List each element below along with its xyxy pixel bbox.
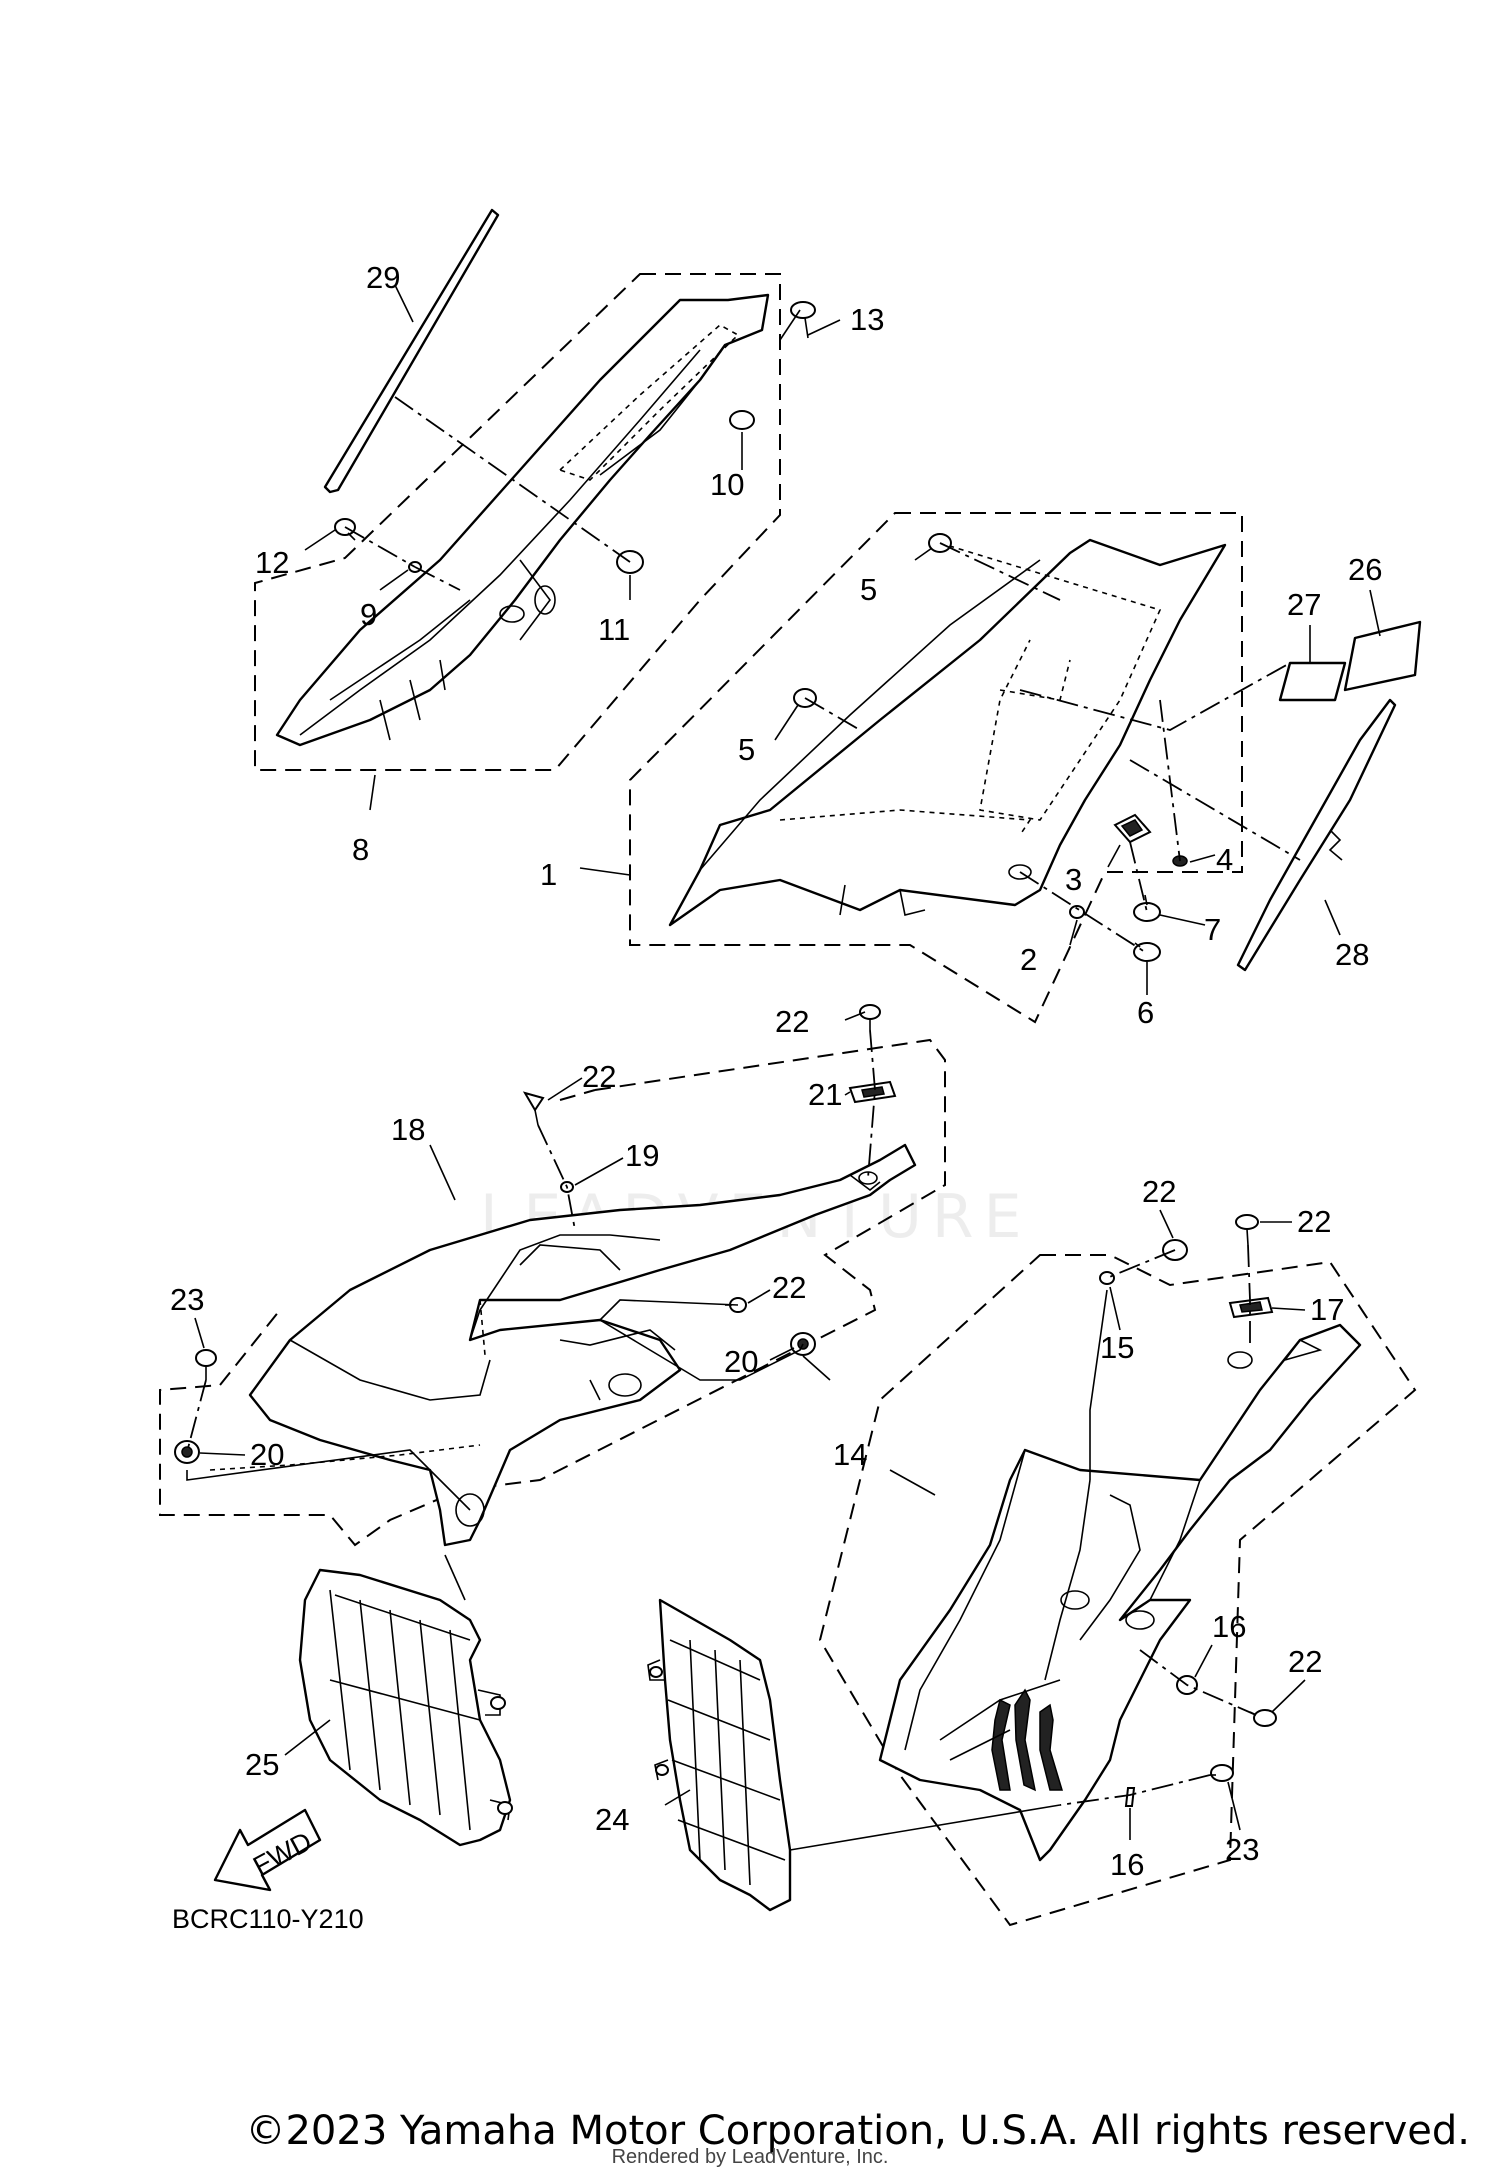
part-10-grommet[interactable]: [729, 410, 755, 430]
diagram-code: BCRC110-Y210: [172, 1904, 364, 1934]
part-12-bolt[interactable]: [334, 518, 356, 541]
callout-4: 4: [1216, 842, 1233, 877]
copyright-notice: ©2023 Yamaha Motor Corporation, U.S.A. A…: [245, 2108, 1470, 2154]
callout-28: 28: [1335, 937, 1369, 972]
callout-11: 11: [598, 612, 630, 647]
callout-16-b: 16: [1110, 1847, 1144, 1882]
part-22-bolt-e[interactable]: [1235, 1214, 1259, 1246]
part-18-shroud[interactable]: [248, 1143, 917, 1547]
callout-9: 9: [360, 597, 377, 632]
callout-22-b: 22: [582, 1059, 616, 1094]
callout-20-a: 20: [724, 1344, 758, 1379]
rendered-by-notice: Rendered by LeadVenture, Inc.: [611, 2146, 889, 2168]
callout-5-top: 5: [860, 572, 877, 607]
part-2-collar[interactable]: [1069, 905, 1085, 919]
part-22-bolt-a[interactable]: [859, 1004, 881, 1030]
part-3-nut[interactable]: [1113, 813, 1152, 844]
part-25-radiator-guard[interactable]: [298, 1554, 513, 1847]
part-28-stripe[interactable]: [1236, 698, 1397, 972]
callout-3: 3: [1065, 862, 1082, 897]
callout-5-bottom: 5: [738, 732, 755, 767]
callout-22-d: 22: [1142, 1174, 1176, 1209]
callout-22-a: 22: [775, 1004, 809, 1039]
callout-29: 29: [366, 260, 400, 295]
callout-10: 10: [710, 467, 744, 502]
assembly-14-group: [789, 1214, 1417, 1927]
callout-21: 21: [808, 1077, 842, 1112]
callout-23-a: 23: [170, 1282, 204, 1317]
assembly-1-group: [629, 512, 1422, 1024]
callout-14: 14: [833, 1437, 867, 1472]
callout-12: 12: [255, 545, 289, 580]
callout-6: 6: [1137, 995, 1154, 1030]
fwd-arrow-icon: FWD: [213, 1808, 322, 1892]
callout-22-c: 22: [772, 1270, 806, 1305]
part-29-stripe[interactable]: [323, 208, 500, 494]
callout-15: 15: [1100, 1330, 1134, 1365]
part-15-collar[interactable]: [1099, 1271, 1115, 1285]
part-22-bolt-b[interactable]: [522, 1091, 545, 1126]
part-23-bolt-b[interactable]: [1210, 1764, 1234, 1782]
part-23-bolt-a[interactable]: [195, 1349, 217, 1380]
callout-27: 27: [1287, 587, 1321, 622]
part-27-decal[interactable]: [1278, 661, 1347, 702]
callout-7: 7: [1204, 912, 1221, 947]
part-22-bolt-f[interactable]: [1249, 1709, 1277, 1727]
part-16-collar-b[interactable]: [1124, 1787, 1136, 1807]
callout-1: 1: [540, 857, 557, 892]
callout-22-e: 22: [1297, 1204, 1331, 1239]
callout-8: 8: [352, 832, 369, 867]
callout-19: 19: [625, 1138, 659, 1173]
callout-16-a: 16: [1212, 1609, 1246, 1644]
part-24-radiator-guard[interactable]: [647, 1598, 792, 1912]
part-14-shroud[interactable]: [878, 1323, 1362, 1862]
part-20-grommet-b[interactable]: [174, 1440, 200, 1464]
callouts: 29 13 10 12 9 11 8 5 5 1 3 4 7 2 6 27 26…: [170, 260, 1382, 1882]
callout-13: 13: [850, 302, 884, 337]
callout-17: 17: [1310, 1292, 1344, 1327]
callout-24: 24: [595, 1802, 629, 1837]
callout-22-f: 22: [1288, 1644, 1322, 1679]
part-17-grommet[interactable]: [1228, 1296, 1274, 1319]
callout-25: 25: [245, 1747, 279, 1782]
callout-20-b: 20: [250, 1437, 284, 1472]
part-1-side-cover[interactable]: [668, 538, 1227, 927]
part-21-grommet[interactable]: [848, 1080, 897, 1104]
callout-26: 26: [1348, 552, 1382, 587]
part-6-screw[interactable]: [1133, 942, 1161, 962]
assembly-8-group: [254, 208, 816, 771]
callout-18: 18: [391, 1112, 425, 1147]
callout-23-b: 23: [1225, 1832, 1259, 1867]
assembly-18-group: [159, 1004, 946, 1547]
part-7-screw[interactable]: [1133, 894, 1161, 922]
leader-lines: [194, 284, 1381, 1840]
part-26-decal[interactable]: [1343, 620, 1422, 692]
callout-2: 2: [1020, 942, 1037, 977]
